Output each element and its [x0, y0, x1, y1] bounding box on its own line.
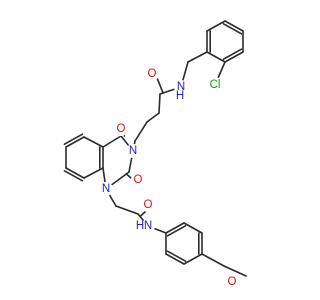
single-bond — [146, 112, 160, 123]
single-bond — [83, 136, 104, 148]
single-bond — [224, 20, 244, 32]
oxygen-atom-text: O — [144, 199, 153, 211]
single-bond — [158, 93, 161, 114]
single-bond — [224, 51, 244, 63]
double-bond-line — [63, 133, 84, 146]
single-bond — [65, 167, 85, 179]
chlorine-label: Cl — [207, 77, 223, 93]
atom-labels: O N H Cl O N O N O — [99, 67, 239, 289]
oxygen-atom-text: O — [134, 174, 143, 186]
chlorine-atom-text: Cl — [210, 79, 221, 91]
nitrogen-atom-text: N — [144, 220, 152, 232]
oxygen-atom-text: O — [117, 123, 126, 135]
double-bond-line — [166, 224, 187, 237]
double-bond-line — [63, 169, 84, 182]
hydrogen-atom-text: H — [176, 90, 184, 102]
single-bond — [206, 20, 226, 32]
double-bond-line — [222, 22, 243, 35]
nitrogen-label-amide-bottom: N H — [135, 219, 155, 233]
single-bond — [201, 253, 225, 267]
oxygen-label-amide-bottom: O — [141, 198, 155, 212]
nitrogen-label-n1: N — [99, 182, 113, 196]
oxygen-atom-text: O — [148, 68, 157, 80]
single-bond — [65, 136, 85, 148]
single-bond — [134, 121, 148, 142]
oxygen-label-c2: O — [131, 173, 145, 187]
single-bond — [165, 222, 185, 234]
single-bond — [187, 51, 208, 63]
nitrogen-atom-text: N — [177, 81, 185, 93]
nitrogen-atom-text: N — [102, 183, 110, 195]
single-bond — [165, 253, 185, 265]
single-bond — [83, 167, 104, 179]
oxygen-label-methoxy: O — [225, 275, 239, 289]
single-bond — [223, 265, 247, 277]
oxygen-atom-text: O — [228, 276, 237, 288]
double-bond-line — [222, 48, 243, 61]
single-bond — [183, 253, 203, 265]
molecule-structure: O N H Cl O N O N O — [63, 20, 247, 289]
nitrogen-atom-text: N — [129, 145, 137, 157]
double-bond-line — [166, 250, 187, 263]
nitrogen-label-amide-top: N H — [174, 80, 188, 102]
hydrogen-atom-text: H — [136, 220, 144, 232]
oxygen-label-amide-top: O — [145, 67, 159, 81]
single-bond — [183, 222, 203, 234]
single-bond — [102, 135, 122, 148]
bond-lines — [63, 20, 247, 277]
nitrogen-label-n3: N — [126, 144, 140, 158]
single-bond — [206, 51, 226, 63]
oxygen-label-c4: O — [114, 122, 128, 136]
single-bond — [115, 205, 139, 215]
